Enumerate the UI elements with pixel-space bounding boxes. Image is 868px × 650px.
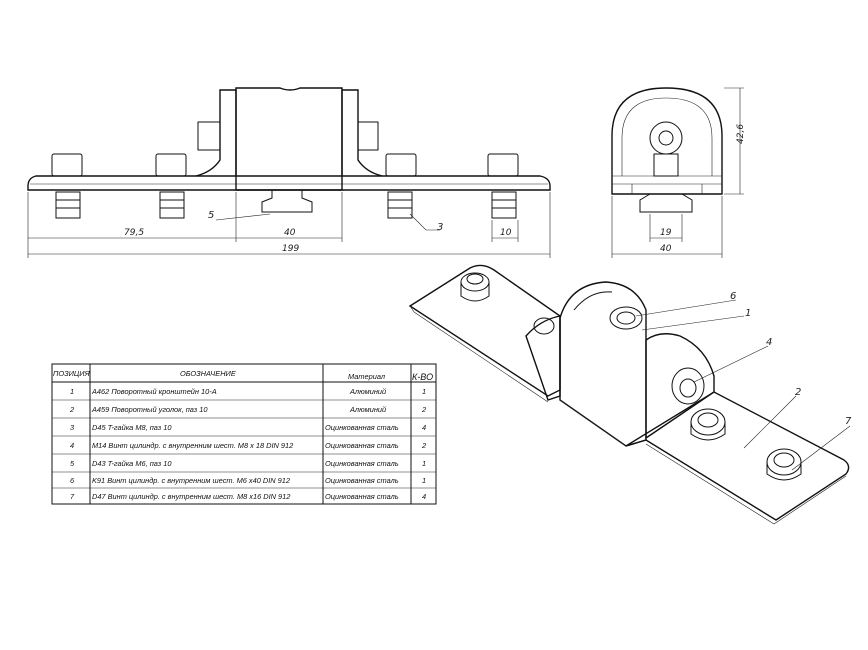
row-3-qty: 4 (422, 423, 426, 432)
callout-5: 5 (208, 210, 214, 221)
isometric-view (408, 264, 851, 525)
row-4-name: M14 Винт цилиндр. с внутренним шест. M8 … (92, 441, 293, 450)
row-1-name: A462 Поворотный кронштейн 10-A (91, 387, 217, 396)
row-2-material: Алюминий (349, 405, 386, 414)
dim-10: 10 (500, 228, 512, 238)
table-row: 3 D45 T-гайка M8, паз 10 Оцинкованная ст… (70, 423, 426, 432)
table-row: 6 K91 Винт цилиндр. с внутренним шест. M… (70, 476, 426, 485)
row-5-name: D43 T-гайка M6, паз 10 (92, 459, 172, 468)
row-5-pos: 5 (70, 459, 75, 468)
row-1-qty: 1 (422, 387, 426, 396)
header-designation: ОБОЗНАЧЕНИЕ (180, 369, 236, 378)
row-7-name: D47 Винт цилиндр. с внутренним шест. M8 … (92, 492, 290, 501)
parts-table (51, 363, 437, 505)
dim-40-side: 40 (660, 244, 672, 254)
row-2-pos: 2 (69, 405, 74, 414)
table-row: 1 A462 Поворотный кронштейн 10-A Алюмини… (70, 387, 426, 396)
header-qty: К-ВО (412, 372, 433, 382)
header-material: Материал (348, 372, 386, 381)
iso-callout-7: 7 (845, 416, 852, 427)
side-view (611, 87, 744, 258)
row-1-pos: 1 (70, 387, 74, 396)
row-2-qty: 2 (421, 405, 426, 414)
front-view (27, 87, 551, 258)
iso-callout-6: 6 (730, 291, 736, 302)
row-2-name: A459 Поворотный уголок, паз 10 (91, 405, 208, 414)
table-row: 2 A459 Поворотный уголок, паз 10 Алюмини… (69, 405, 426, 414)
row-7-material: Оцинкованная сталь (325, 492, 399, 501)
dim-79-5: 79,5 (124, 228, 144, 238)
iso-callout-4: 4 (766, 337, 772, 348)
row-7-qty: 4 (422, 492, 426, 501)
row-6-name: K91 Винт цилиндр. с внутренним шест. M6 … (92, 476, 290, 485)
callout-3: 3 (437, 222, 443, 233)
table-row: 4 M14 Винт цилиндр. с внутренним шест. M… (70, 441, 426, 450)
iso-callout-1: 1 (745, 308, 751, 319)
table-row: 7 D47 Винт цилиндр. с внутренним шест. M… (70, 492, 426, 501)
row-7-pos: 7 (70, 492, 75, 501)
dim-19: 19 (660, 228, 672, 238)
dim-42-6: 42,6 (736, 124, 746, 144)
row-3-name: D45 T-гайка M8, паз 10 (92, 423, 172, 432)
row-6-material: Оцинкованная сталь (325, 476, 399, 485)
row-6-qty: 1 (422, 476, 426, 485)
dim-40-front: 40 (284, 228, 296, 238)
row-1-material: Алюминий (349, 387, 386, 396)
row-3-pos: 3 (70, 423, 75, 432)
iso-callout-2: 2 (795, 387, 801, 398)
row-6-pos: 6 (70, 476, 75, 485)
row-4-material: Оцинкованная сталь (325, 441, 399, 450)
row-4-pos: 4 (70, 441, 74, 450)
header-position: ПОЗИЦИЯ (53, 369, 91, 378)
row-4-qty: 2 (421, 441, 426, 450)
row-3-material: Оцинкованная сталь (325, 423, 399, 432)
row-5-material: Оцинкованная сталь (325, 459, 399, 468)
dim-199: 199 (282, 244, 299, 254)
table-row: 5 D43 T-гайка M6, паз 10 Оцинкованная ст… (70, 459, 426, 468)
row-5-qty: 1 (422, 459, 426, 468)
